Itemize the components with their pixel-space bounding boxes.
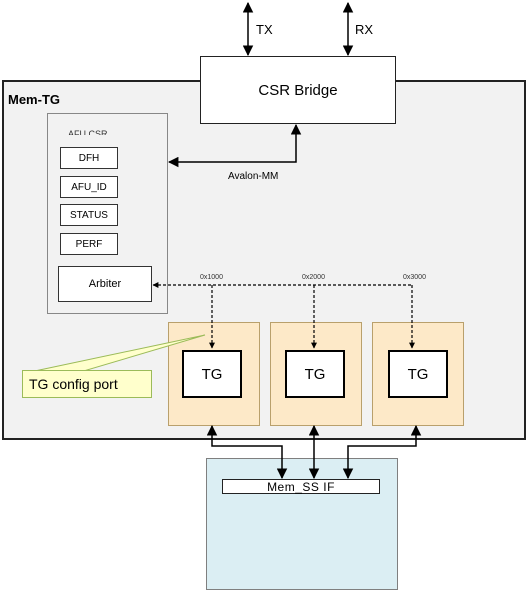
address-label-2: 0x2000 xyxy=(302,274,325,281)
csr-bridge-block: CSR Bridge xyxy=(200,56,396,124)
afu-csr-title: AFU CSR xyxy=(68,129,108,135)
tg-block-2: TG xyxy=(285,350,345,398)
tx-label: TX xyxy=(256,22,273,37)
mem-tg-label: Mem-TG xyxy=(8,92,60,107)
register-perf: PERF xyxy=(60,233,118,255)
arbiter-block: Arbiter xyxy=(58,266,152,302)
register-status: STATUS xyxy=(60,204,118,226)
avalon-mm-arrow xyxy=(167,123,302,168)
tg-block-1: TG xyxy=(182,350,242,398)
tg-block-3: TG xyxy=(388,350,448,398)
tg-config-port-callout: TG config port xyxy=(22,370,152,398)
address-label-1: 0x1000 xyxy=(200,274,223,281)
tg1-memss-arrow xyxy=(206,424,288,480)
tg3-memss-arrow xyxy=(342,424,422,480)
avalon-mm-label: Avalon-MM xyxy=(228,171,279,182)
rx-label: RX xyxy=(355,22,374,37)
register-dfh: DFH xyxy=(60,147,118,169)
mem-ss-if-block: Mem_SS IF xyxy=(222,479,380,494)
register-afu-id: AFU_ID xyxy=(60,176,118,198)
address-label-3: 0x3000 xyxy=(403,274,426,281)
